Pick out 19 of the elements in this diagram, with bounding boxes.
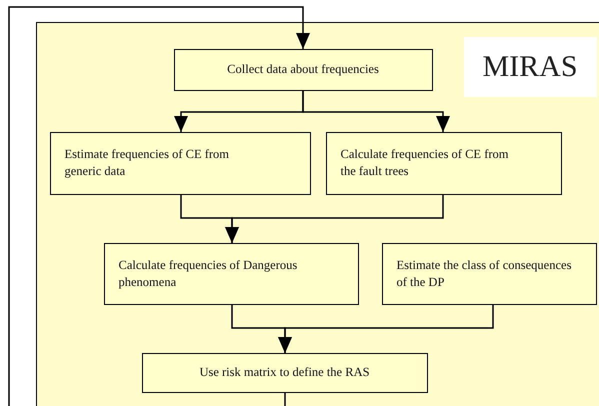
process-box	[326, 132, 562, 194]
process-box	[382, 242, 596, 304]
box-label: Collect data about frequencies	[227, 61, 379, 78]
arrow	[224, 194, 444, 242]
process-box	[174, 48, 432, 90]
box-label: Calculate frequencies of CE from the fault trees	[340, 146, 510, 180]
arrow	[302, 90, 450, 132]
box-label: Estimate the class of consequences of the DP	[396, 256, 572, 290]
arrow	[278, 304, 494, 352]
box-label: Estimate frequencies of CE from generic data	[64, 146, 230, 180]
arrow	[8, 6, 310, 406]
process-box	[104, 242, 358, 304]
process-box	[142, 352, 428, 392]
box-label: Use risk matrix to define the RAS	[199, 364, 370, 381]
box-label: Calculate frequencies of Dangerous phenomena	[118, 256, 298, 290]
box-label: MIRAS	[482, 50, 578, 84]
process-box	[50, 132, 310, 194]
title-box	[464, 36, 596, 96]
connector-line	[284, 392, 286, 406]
